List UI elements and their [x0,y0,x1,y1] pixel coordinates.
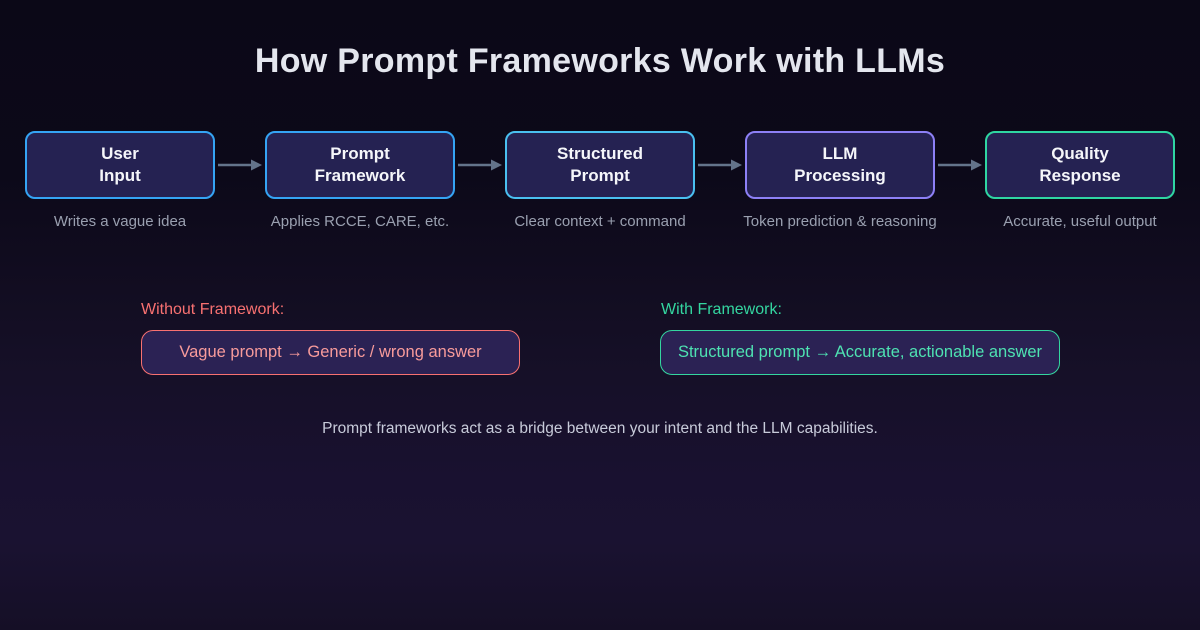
flow-step-box: User Input [25,131,215,199]
flow-step-caption: Token prediction & reasoning [743,213,937,230]
flow-step-box: Structured Prompt [505,131,695,199]
page-title: How Prompt Frameworks Work with LLMs [254,42,946,80]
flow-step-caption: Accurate, useful output [1003,213,1157,230]
flow-step-caption: Clear context + command [514,213,686,230]
flow-step-label: Structured Prompt [557,143,643,185]
flow-step-caption: Writes a vague idea [53,213,187,230]
flow-step-prompt-framework: Prompt Framework Applies RCCE, CARE, etc… [240,131,480,230]
flow-arrow-icon [218,159,262,171]
flow-step-label: LLM Processing [794,143,886,185]
flow-arrow-icon [458,159,502,171]
with-framework-result-text: Structured prompt → Accurate, actionable… [677,343,1043,361]
flow-step-box: Quality Response [985,131,1175,199]
without-framework-result-text: Vague prompt → Generic / wrong answer [179,343,482,361]
flow-step-label: User Input [99,143,141,185]
flow-step-llm-processing: LLM Processing Token prediction & reason… [720,131,960,230]
flow-step-label: Quality Response [1039,143,1121,185]
without-framework-label: Without Framework: [141,301,285,318]
flow-step-box: Prompt Framework [265,131,455,199]
footer-note: Prompt frameworks act as a bridge betwee… [322,420,878,437]
flow-step-caption: Applies RCCE, CARE, etc. [270,213,450,230]
flow-step-box: LLM Processing [745,131,935,199]
without-framework-result-box: Vague prompt → Generic / wrong answer [141,330,520,375]
flow-arrow-icon [698,159,742,171]
with-framework-result-box: Structured prompt → Accurate, actionable… [660,330,1060,375]
flow-step-user-input: User Input Writes a vague idea [0,131,240,230]
flow-step-structured-prompt: Structured Prompt Clear context + comman… [480,131,720,230]
flow-step-quality-response: Quality Response Accurate, useful output [960,131,1200,230]
with-framework-label: With Framework: [661,301,782,318]
flow-arrow-icon [938,159,982,171]
flow-step-label: Prompt Framework [314,143,406,185]
